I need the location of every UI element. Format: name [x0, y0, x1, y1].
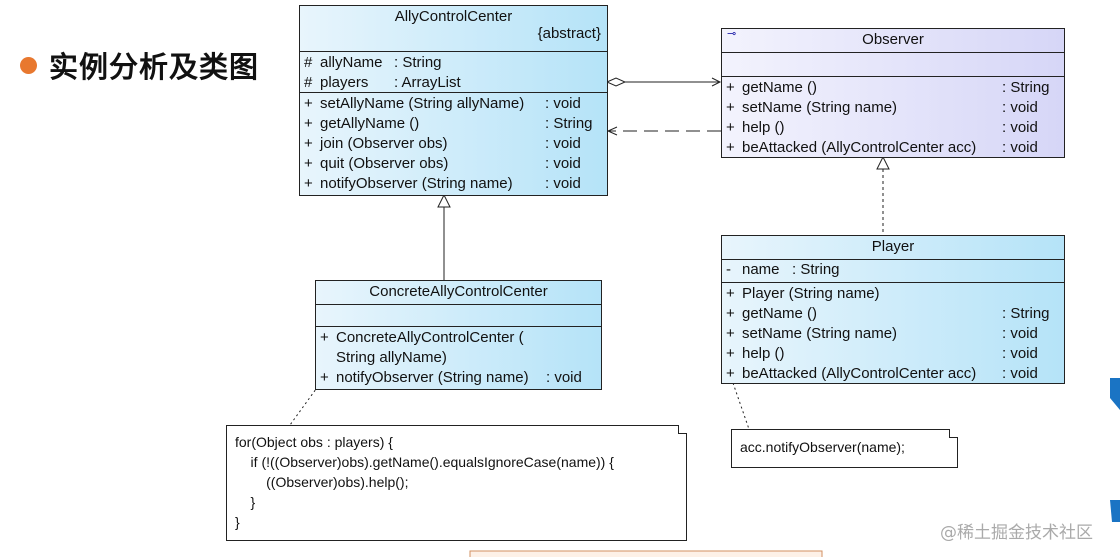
aggregation-line: [605, 77, 722, 87]
heading-text: 实例分析及类图: [49, 50, 260, 84]
operation: String allyName): [336, 349, 447, 366]
operation: +beAttacked (AllyControlCenter acc): voi…: [726, 139, 1038, 156]
operation: +ConcreteAllyControlCenter (: [320, 329, 524, 346]
operation: +setName (String name): void: [726, 325, 1038, 342]
attribute: #players: ArrayList: [304, 74, 461, 91]
class-ally-control-center[interactable]: AllyControlCenter {abstract} #allyName: …: [299, 5, 608, 196]
attribute: -name: String: [726, 261, 840, 278]
class-name: ConcreteAllyControlCenter: [369, 283, 548, 300]
operation: +notifyObserver (String name): void: [320, 369, 582, 386]
edge-shape-top: [1110, 378, 1120, 410]
dependency-arrow: [606, 126, 618, 136]
class-name: AllyControlCenter: [394, 8, 513, 25]
stereotype: {abstract}: [537, 25, 601, 42]
operation: +getName (): String: [726, 79, 1050, 96]
class-name: Observer: [862, 31, 924, 48]
note-be-attacked: acc.notifyObserver(name);: [731, 429, 958, 468]
operation: +Player (String name): [726, 285, 880, 302]
operation: +setAllyName (String allyName): void: [304, 95, 581, 112]
operation: +setName (String name): void: [726, 99, 1038, 116]
operation: +join (Observer obs): void: [304, 135, 581, 152]
watermark: @稀土掘金技术社区: [940, 523, 1093, 543]
attribute: #allyName: String: [304, 54, 442, 71]
bottom-box: [469, 550, 823, 557]
class-name: Player: [871, 238, 915, 255]
interface-icon: ⊸: [727, 28, 737, 40]
realization-triangle: [876, 155, 890, 170]
operation: +notifyObserver (String name): void: [304, 175, 581, 192]
edge-shape-bottom: [1110, 500, 1120, 522]
interface-observer[interactable]: ⊸ Observer +getName (): String +setName (S…: [721, 28, 1065, 158]
slide-heading: 实例分析及类图: [20, 44, 259, 86]
bullet-icon: [20, 56, 37, 74]
class-concrete-ally-control-center[interactable]: ConcreteAllyControlCenter +ConcreteAllyC…: [315, 280, 602, 390]
class-player[interactable]: Player -name: String +Player (String nam…: [721, 235, 1065, 384]
note2-anchor: [732, 382, 751, 433]
operation: +quit (Observer obs): void: [304, 155, 581, 172]
operation: +help (): void: [726, 345, 1038, 362]
operation: +beAttacked (AllyControlCenter acc): voi…: [726, 365, 1038, 382]
operation: +getAllyName (): String: [304, 115, 593, 132]
generalization-triangle: [437, 193, 451, 208]
operation: +getName (): String: [726, 305, 1050, 322]
operation: +help (): void: [726, 119, 1038, 136]
note-notify-code: for(Object obs : players) { if (!((Obser…: [226, 425, 687, 541]
